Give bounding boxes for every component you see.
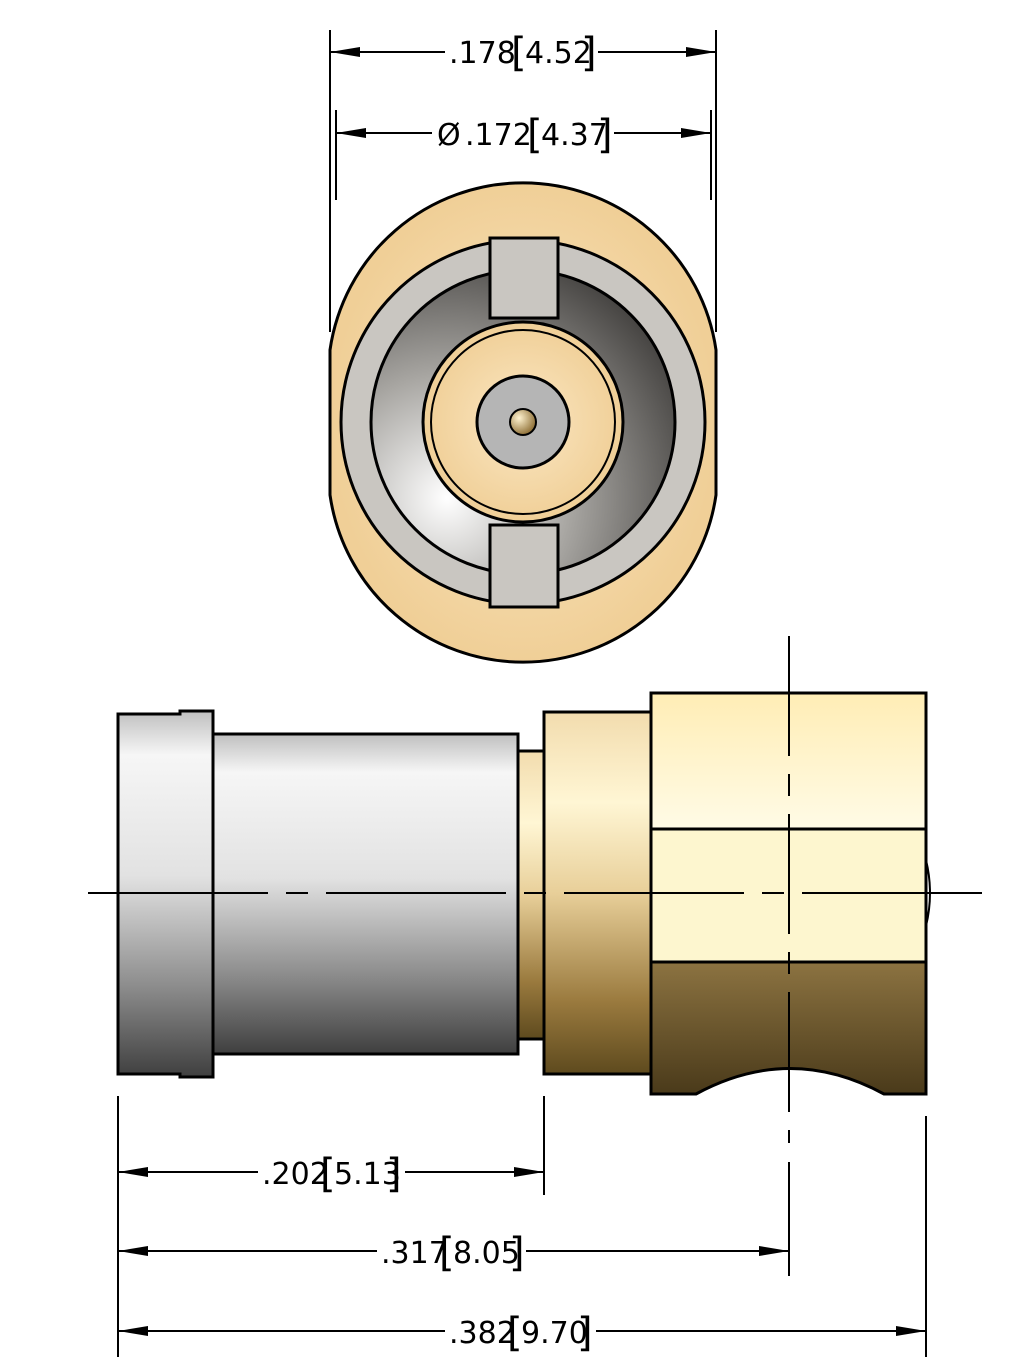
dim-bracket-close: ] xyxy=(597,112,613,158)
front-slot-bottom xyxy=(488,523,560,609)
dim-bracket-open: [ xyxy=(511,30,527,76)
dim-bracket-open: [ xyxy=(320,1151,336,1197)
side-gold-neck xyxy=(516,749,546,1041)
dim-top-width-mm: 4.52 xyxy=(525,36,592,71)
center-lines xyxy=(88,636,982,1143)
front-slot-top xyxy=(488,236,560,320)
dim-bracket-open: [ xyxy=(439,1230,455,1276)
dim-382-mm: 9.70 xyxy=(521,1316,588,1351)
dim-bracket-open: [ xyxy=(527,112,543,158)
front-center-pin xyxy=(509,408,537,436)
dim-bracket-close: ] xyxy=(509,1230,525,1276)
diameter-symbol: Ø xyxy=(437,118,461,153)
dim-382-inch: .382 xyxy=(449,1316,516,1351)
dim-bracket-close: ] xyxy=(581,30,597,76)
front-view xyxy=(328,181,718,664)
front-gold-insulator-inner xyxy=(430,329,616,515)
dim-diameter-mm: 4.37 xyxy=(541,118,608,153)
dim-202-mm: 5.13 xyxy=(334,1157,401,1192)
dim-top-width-inch: .178 xyxy=(449,36,516,71)
side-dimensions xyxy=(117,1096,927,1357)
dim-202-inch: .202 xyxy=(262,1157,329,1192)
dim-bracket-open: [ xyxy=(507,1310,523,1356)
dim-bracket-close: ] xyxy=(577,1310,593,1356)
front-dimensions xyxy=(329,30,717,332)
dim-317-mm: 8.05 xyxy=(453,1236,520,1271)
dim-bracket-close: ] xyxy=(386,1151,402,1197)
dim-diameter-inch: .172 xyxy=(465,118,532,153)
dim-317-inch: .317 xyxy=(381,1236,448,1271)
